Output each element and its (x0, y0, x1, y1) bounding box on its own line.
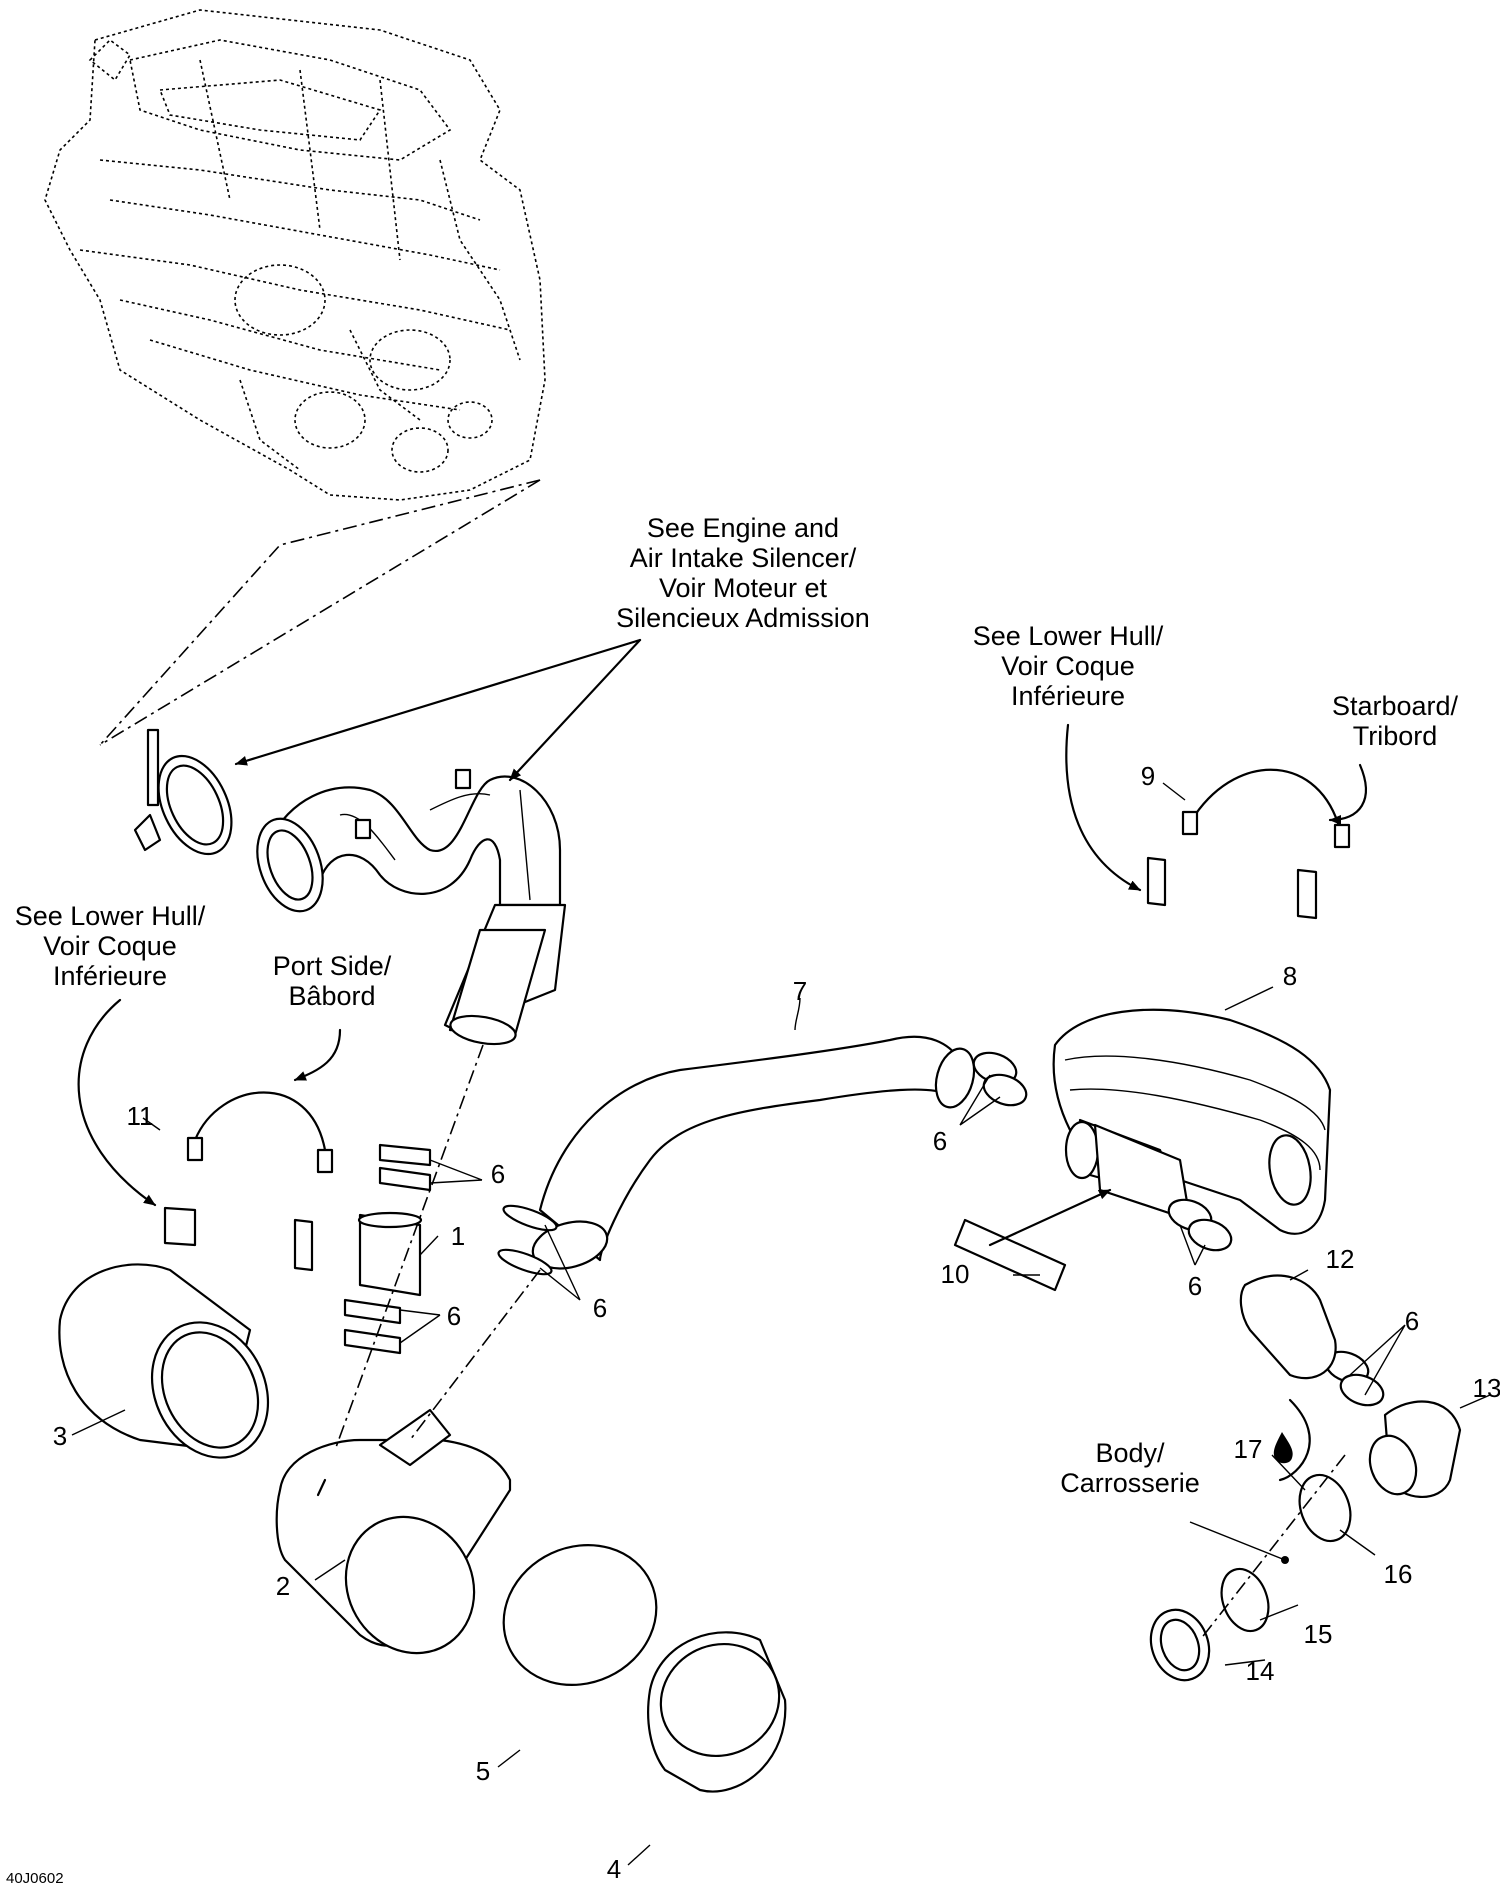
strap-end-left (1181, 810, 1199, 836)
bracket-left-2 (293, 1218, 314, 1272)
clamp-pair-upper-right (972, 1051, 1028, 1107)
note-engine-line-2: Air Intake Silencer/ (630, 543, 857, 573)
leader-lines (71, 782, 1491, 1866)
callout-15: 15 (1304, 1619, 1333, 1649)
locator-line-coupler (334, 1044, 484, 1451)
ring-5 (502, 1544, 658, 1686)
callout-6-upper: 6 (491, 1159, 505, 1189)
drop-icon (1273, 1432, 1293, 1464)
muffler-box (1052, 1008, 1332, 1235)
callout-6-middle: 6 (593, 1293, 607, 1323)
strap-starboard-9 (1193, 768, 1342, 832)
end-cap-4 (647, 1631, 787, 1793)
note-arrows (77, 638, 1367, 1482)
note-starboard-line-1: Starboard/ (1332, 691, 1459, 721)
bracket-right-2 (1296, 868, 1318, 920)
note-engine: See Engine and Air Intake Silencer/ Voir… (616, 513, 870, 633)
note-lhr-line-1: See Lower Hull/ (973, 621, 1164, 651)
engine-sketch (44, 9, 546, 501)
note-lhl-line-2: Voir Coque (43, 931, 177, 961)
locator-line-engine-2 (99, 479, 541, 746)
callout-2: 2 (276, 1571, 290, 1601)
nut-14 (1149, 1608, 1211, 1682)
note-lhr-line-3: Inférieure (1011, 681, 1125, 711)
callout-7: 7 (793, 976, 807, 1006)
callout-6-lower: 6 (447, 1301, 461, 1331)
bracket-right (1146, 856, 1167, 907)
callout-5: 5 (476, 1756, 490, 1786)
callout-3: 3 (53, 1421, 67, 1451)
note-body: Body/ Carrosserie (1060, 1438, 1200, 1498)
callout-12: 12 (1326, 1244, 1355, 1274)
elbow-12 (1239, 1274, 1337, 1380)
note-engine-line-1: See Engine and (647, 513, 839, 543)
strap-port-end-left (186, 1136, 204, 1162)
note-starboard-line-2: Tribord (1353, 721, 1438, 751)
note-starboard: Starboard/ Tribord (1332, 691, 1459, 751)
callout-4: 4 (607, 1854, 621, 1884)
callout-13: 13 (1473, 1373, 1500, 1403)
note-port: Port Side/ Bâbord (273, 951, 392, 1011)
note-port-line-1: Port Side/ (273, 951, 392, 981)
exhaust-manifold-pipe (133, 728, 567, 1046)
clamp-pair-lower-right (1167, 1198, 1233, 1252)
note-body-line-2: Carrosserie (1060, 1468, 1200, 1498)
callout-11: 11 (127, 1101, 154, 1131)
clamp-stack-lower (343, 1298, 402, 1355)
callout-1: 1 (451, 1221, 465, 1251)
gasket-16 (1298, 1473, 1352, 1543)
coupler-sleeve (357, 1211, 423, 1297)
clamp-stack-upper (378, 1143, 432, 1192)
silencer-can-2 (275, 1408, 512, 1655)
drawing-code: 40J0602 (6, 1870, 64, 1887)
callout-9: 9 (1141, 761, 1155, 791)
callout-6-far-right: 6 (1405, 1306, 1419, 1336)
clamp-pair-middle (497, 1204, 558, 1276)
callout-10: 10 (941, 1259, 970, 1289)
callout-16: 16 (1384, 1559, 1413, 1589)
strap-end-right (1333, 823, 1351, 849)
note-engine-line-3: Voir Moteur et (659, 573, 828, 603)
note-lhl-line-1: See Lower Hull/ (15, 901, 206, 931)
note-body-line-1: Body/ (1095, 1438, 1165, 1468)
strap-port-end-right (316, 1148, 334, 1174)
part-callouts: 1 2 3 4 5 6 6 6 6 6 6 7 8 9 10 11 12 13 … (53, 761, 1500, 1884)
note-lower-hull-right: See Lower Hull/ Voir Coque Inférieure (973, 621, 1164, 711)
callout-8: 8 (1283, 961, 1297, 991)
callout-14: 14 (1246, 1656, 1275, 1686)
locator-line-engine-1 (99, 479, 541, 746)
locator-line-outlet (1199, 1454, 1346, 1641)
gasket-15 (1220, 1567, 1270, 1633)
note-lower-hull-left: See Lower Hull/ Voir Coque Inférieure (15, 901, 206, 991)
note-engine-line-4: Silencieux Admission (616, 603, 870, 633)
callout-17: 17 (1234, 1434, 1263, 1464)
bracket-left (163, 1206, 197, 1247)
callout-6-muffler: 6 (933, 1126, 947, 1156)
strap-port-11 (193, 1091, 327, 1152)
sleeve-3 (58, 1263, 270, 1459)
note-port-line-2: Bâbord (288, 981, 375, 1011)
note-lhr-line-2: Voir Coque (1001, 651, 1135, 681)
callout-6-outlet: 6 (1188, 1271, 1202, 1301)
note-lhl-line-3: Inférieure (53, 961, 167, 991)
tail-pipe-bend (531, 1035, 976, 1270)
hose-10 (953, 1218, 1067, 1292)
locator-line-tailpipe (409, 1269, 541, 1441)
